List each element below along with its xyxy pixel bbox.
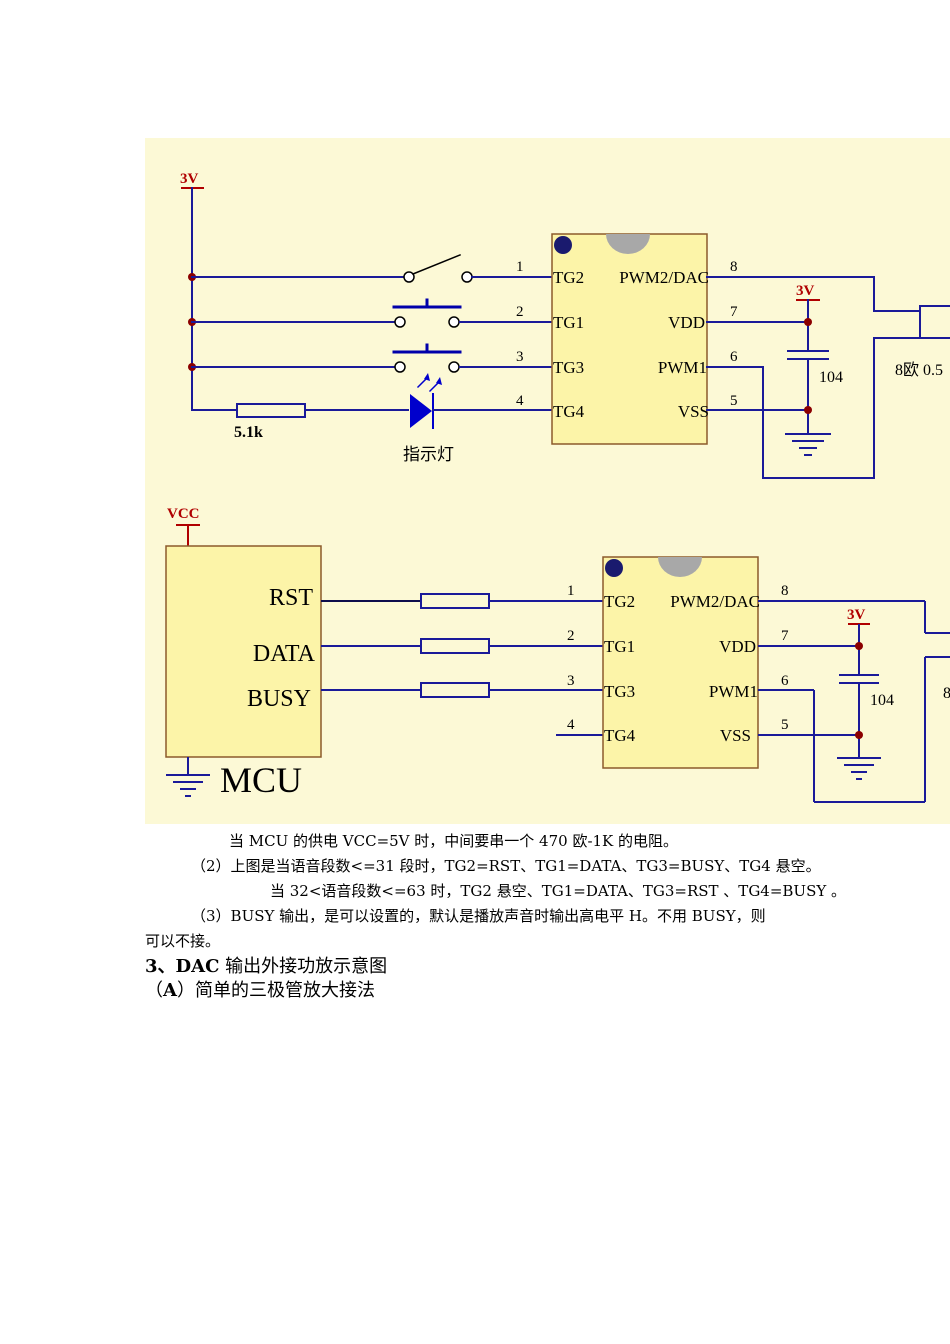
heading-bold: DAC [175,956,220,977]
d1-chip-pin-label: VSS [678,402,709,421]
d1-chip-pin-label: TG4 [553,402,585,421]
d1-chip-pin-label: TG1 [553,313,584,332]
d2-chip-pin-label: VDD [719,637,756,656]
switch-contact [403,271,415,283]
d1-pin-num: 1 [516,259,524,275]
d1-chip-pin-label: PWM2/DAC [619,268,709,287]
d2-pin-num: 2 [567,628,575,644]
mcu-box [165,545,322,758]
note-line-3: 当 32<语音段数<=63 时，TG2 悬空、TG1=DATA、TG3=RST … [270,882,847,900]
note-line-1: 当 MCU 的供电 VCC=5V 时，中间要串一个 470 欧-1K 的电阻。 [229,832,679,850]
d2-chip-pin-label: PWM1 [709,682,758,701]
d2-pin-num: 4 [567,717,575,733]
mcu-pin-label: BUSY [247,686,311,712]
d1-pin-num: 4 [516,393,524,409]
d1-cap-label: 104 [819,369,843,386]
d1-resistor-label: 5.1k [234,424,263,441]
d2-chip-pin-label: TG2 [604,592,635,611]
d2-pin-num: 3 [567,673,575,689]
d1-pin-num: 8 [730,259,738,275]
d1-pin-num: 2 [516,304,524,320]
d1-speaker [919,305,950,339]
d2-pin-num: 1 [567,583,575,599]
led-icon [410,394,432,428]
subheading-letter: A [163,980,177,1001]
heading-rest: 输出外接功放示意图 [219,956,388,977]
d1-chip-pin-label: TG3 [553,358,584,377]
mcu-pin-label: DATA [253,641,316,667]
d2-chip-pin-label: PWM2/DAC [670,592,760,611]
d1-pin-num: 7 [730,304,738,320]
diagram-1: 3V 5.1k [180,171,950,479]
d2-ground-icon [837,757,881,780]
d1-chip-pin-label: VDD [668,313,705,332]
d1-power-label: 3V [180,171,199,187]
d2-chip-pin-label: TG3 [604,682,635,701]
subheading-rest: ）简单的三极管放大接法 [176,980,375,1001]
d2-chip [602,556,759,769]
heading-number: 3 [145,956,158,977]
d1-chip-notch [606,234,650,254]
mcu-label: MCU [220,760,302,800]
d1-pin-num: 3 [516,349,524,365]
d2-vcc-label: VCC [167,506,200,522]
d2-vdd-label: 3V [847,607,866,623]
d2-pin1-dot [605,559,623,577]
d1-pin-num: 6 [730,349,738,365]
d2-pin-num: 6 [781,673,789,689]
d1-pin-num: 5 [730,393,738,409]
d2-pin-num: 7 [781,628,789,644]
d2-pin-num: 5 [781,717,789,733]
schematic-figure: 3V 5.1k [145,138,950,824]
d2-mcu-ground-icon [166,774,210,797]
d2-chip-notch [658,557,702,577]
d2-pin-num: 8 [781,583,789,599]
subheading-open: （ [145,980,163,1001]
d2-chip-pin-label: TG4 [604,726,636,745]
d1-ground-icon [785,433,831,456]
d1-pin1-dot [554,236,572,254]
note-line-5: 可以不接。 [145,932,221,950]
subsection-heading: （A）简单的三极管放大接法 [145,976,375,1002]
d1-chip-pin-label: TG2 [553,268,584,287]
d2-speaker-label: 8 [943,685,950,702]
d1-speaker-label: 8欧 0.5 [895,361,943,379]
diagram-2: VCC RST DATA BUSY MCU 1 2 3 [165,506,950,803]
note-line-4: （3）BUSY 输出，是可以设置的，默认是播放声音时输出高电平 H。不用 BUS… [191,907,766,925]
d1-chip-pin-label: PWM1 [658,358,707,377]
d2-chip-pin-label: VSS [720,726,751,745]
d2-chip-pin-label: TG1 [604,637,635,656]
mcu-pin-label: RST [269,585,313,611]
d2-cap-label: 104 [870,692,894,709]
switch-lever [412,254,461,275]
section-heading: 3、DAC 输出外接功放示意图 [145,956,388,977]
switch-contact [461,271,473,283]
d1-vdd-label: 3V [796,283,815,299]
note-line-2: （2）上图是当语音段数<=31 段时，TG2=RST、TG1=DATA、TG3=… [191,857,821,875]
led-label: 指示灯 [403,445,454,464]
